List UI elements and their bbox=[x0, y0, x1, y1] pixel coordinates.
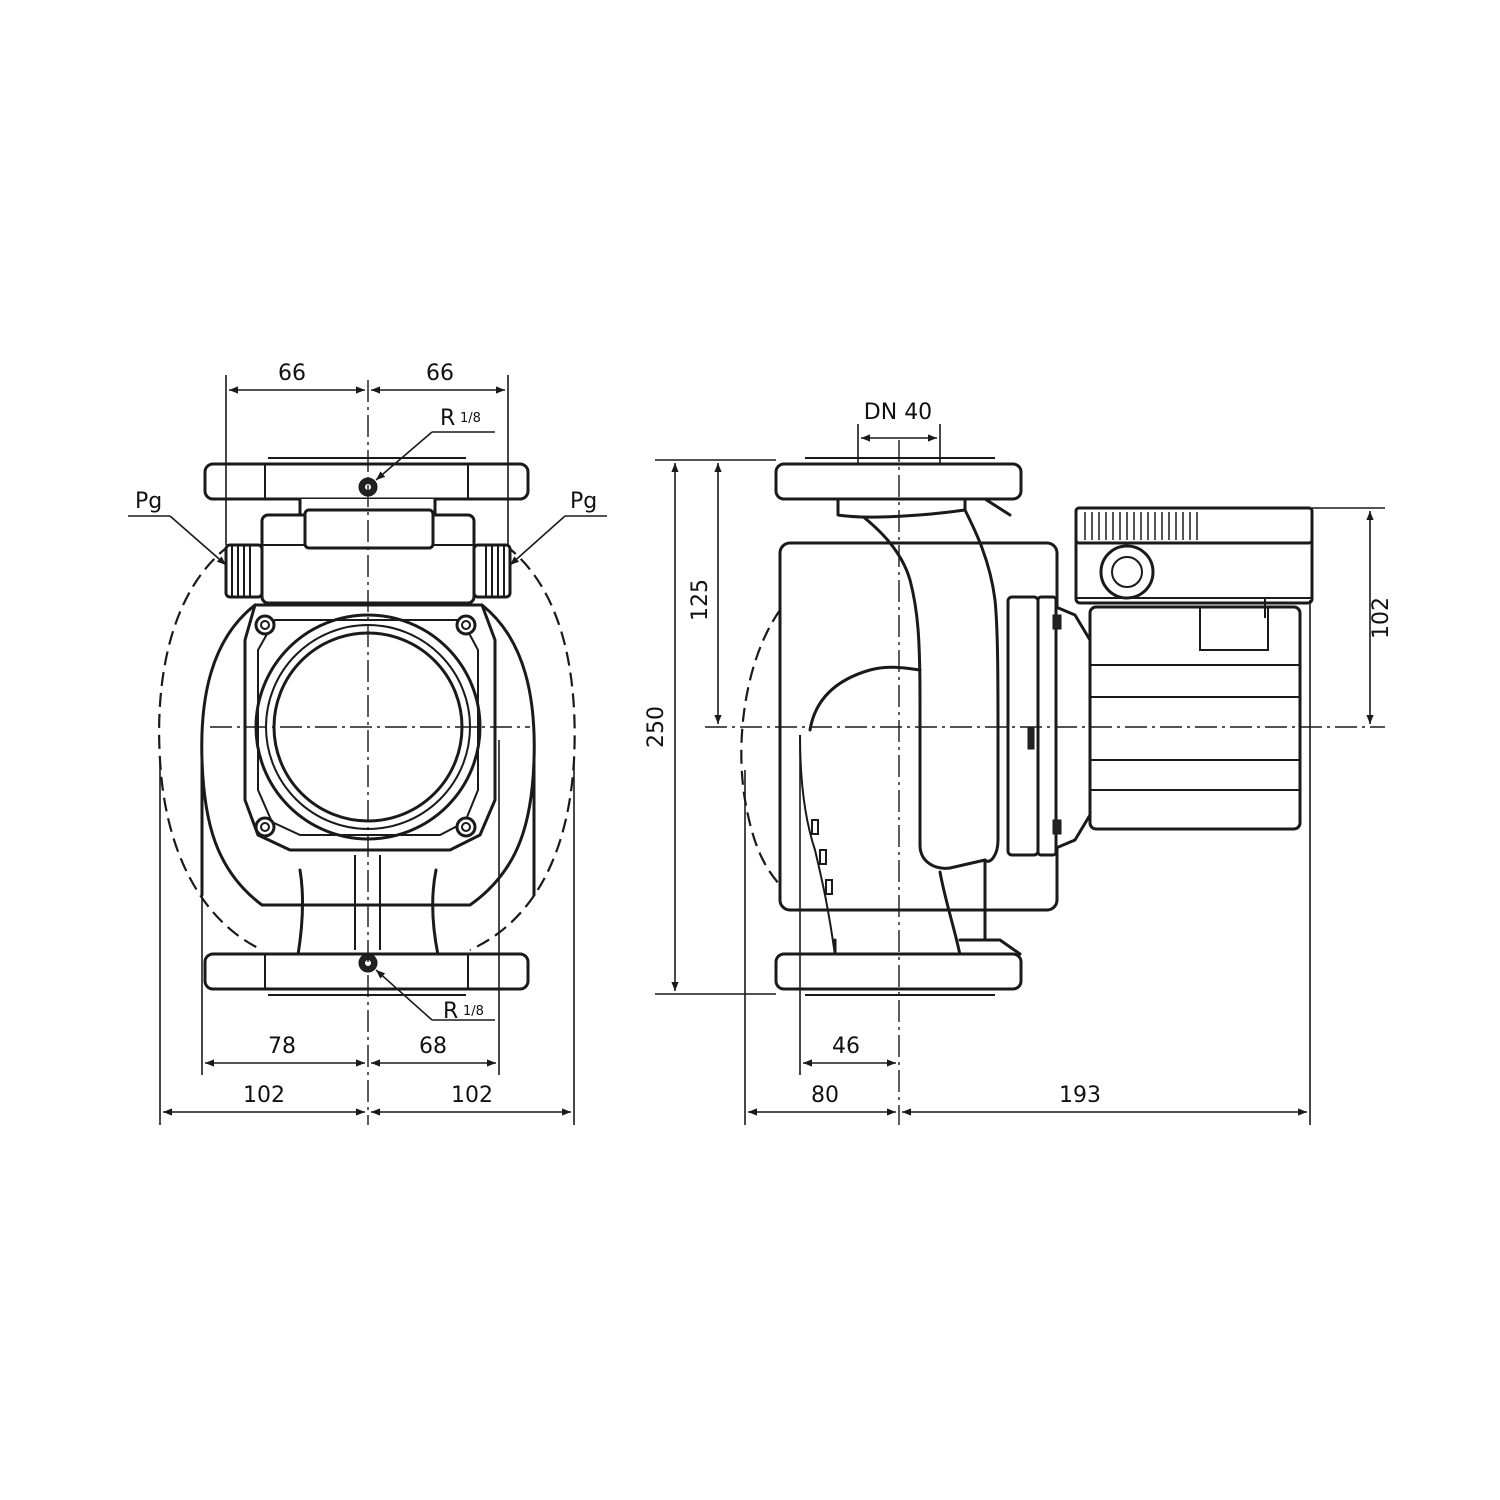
side-top-neck-right bbox=[983, 497, 1012, 517]
front-bottom-neck bbox=[296, 868, 305, 957]
side-interface-bolt bbox=[1052, 614, 1062, 630]
side-volute-bottom bbox=[938, 870, 962, 957]
front-view: 66 66 R 1/8 Pg Pg R 1/8 78 68 102 102 bbox=[128, 361, 607, 1125]
front-dim-outer-right: 102 bbox=[451, 1083, 493, 1108]
side-volute-inner bbox=[799, 734, 836, 956]
front-label-r-bottom-fraction: 1/8 bbox=[463, 1004, 484, 1019]
side-dim-motor-height: 102 bbox=[1369, 597, 1394, 639]
side-dim-left-depth: 80 bbox=[811, 1083, 839, 1108]
front-dim-outer-left: 102 bbox=[243, 1083, 285, 1108]
front-bolt-br bbox=[455, 816, 477, 838]
side-interface-mark bbox=[1027, 726, 1035, 750]
side-interface-plate bbox=[1006, 595, 1040, 857]
side-motor-body bbox=[1088, 605, 1302, 831]
side-dim-half-height: 125 bbox=[688, 579, 713, 621]
front-label-r-top-fraction: 1/8 bbox=[460, 411, 481, 426]
front-dim-top-right: 66 bbox=[426, 361, 454, 386]
front-leader-pg-right-arrow bbox=[509, 515, 566, 566]
front-bolt-tl bbox=[254, 614, 276, 636]
side-dim-port-offset: 46 bbox=[832, 1034, 860, 1059]
side-terminal-box-lid bbox=[1074, 506, 1314, 545]
side-volute-outer bbox=[963, 508, 1000, 863]
side-motor-inner-cap bbox=[1199, 607, 1269, 651]
side-cooling-fins bbox=[811, 819, 833, 895]
front-cable-gland-right bbox=[472, 543, 512, 599]
front-label-r-top: R bbox=[440, 406, 455, 431]
front-label-pg-left: Pg bbox=[135, 489, 162, 514]
side-cable-gland bbox=[1099, 544, 1155, 600]
side-terminal-box-grip bbox=[1084, 512, 1198, 540]
side-interface-flange bbox=[1036, 595, 1058, 857]
front-terminal-box-cap bbox=[303, 508, 435, 550]
side-interface-bolt bbox=[1052, 819, 1062, 835]
front-dim-top-left: 66 bbox=[278, 361, 306, 386]
front-bottom-neck-right bbox=[431, 868, 440, 957]
side-top-neck bbox=[836, 497, 967, 519]
front-vent-plug-bottom bbox=[358, 953, 378, 973]
side-bottom-neck bbox=[833, 938, 1022, 956]
front-leader-r-top-arrow bbox=[375, 431, 433, 481]
side-dim-total-height: 250 bbox=[644, 706, 669, 748]
front-bolt-bl bbox=[254, 816, 276, 838]
side-motor-dashed-outline bbox=[740, 609, 781, 886]
front-dim-inner-left: 78 bbox=[268, 1034, 296, 1059]
side-dim-nominal: DN 40 bbox=[864, 400, 932, 425]
front-label-r-bottom: R bbox=[443, 999, 458, 1024]
front-dim-inner-right: 68 bbox=[419, 1034, 447, 1059]
front-bolt-tr bbox=[455, 614, 477, 636]
side-view: DN 40 250 125 102 46 80 193 bbox=[644, 400, 1394, 1125]
front-cable-gland-left bbox=[224, 543, 264, 599]
front-leader-pg-left-arrow bbox=[169, 515, 227, 566]
side-volute-lower bbox=[808, 665, 922, 732]
side-dim-right-depth: 193 bbox=[1059, 1083, 1101, 1108]
front-leader-r-bottom-arrow bbox=[375, 969, 433, 1021]
front-label-pg-right: Pg bbox=[570, 489, 597, 514]
side-volute-upper bbox=[836, 496, 987, 870]
front-motor-outline bbox=[200, 603, 536, 907]
